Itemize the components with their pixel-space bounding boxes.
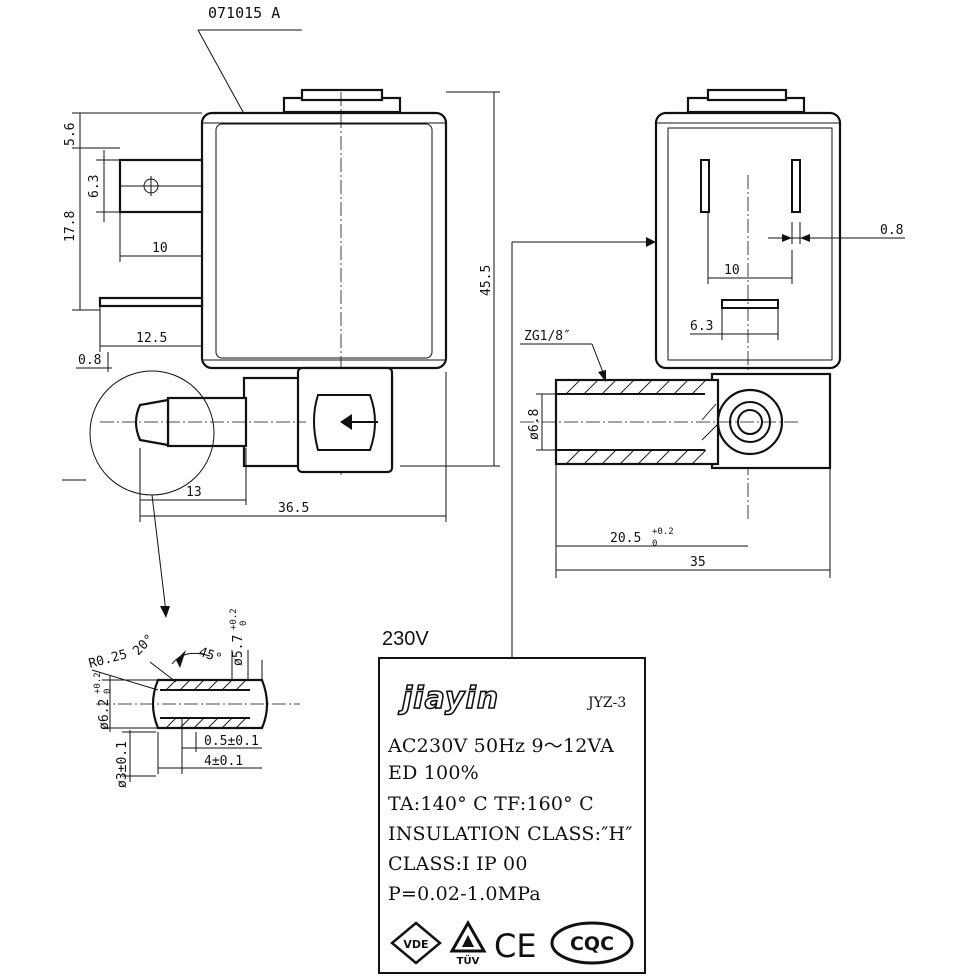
svg-text:0: 0: [239, 621, 249, 626]
svg-text:TÜV: TÜV: [457, 953, 480, 967]
nameplate-line-class: CLASS:I IP 00: [388, 853, 528, 875]
front-view-dimensions: 0.8 10 6.3 ZG1/8″ ø6.8 20.5 +0.2 0 35: [520, 212, 905, 578]
nameplate-line-temp: TA:140° C TF:160° C: [388, 793, 594, 815]
svg-text:VDE: VDE: [403, 938, 428, 951]
svg-text:0.5±0.1: 0.5±0.1: [204, 734, 259, 749]
svg-text:20°: 20°: [130, 632, 157, 659]
svg-text:ø5.7: ø5.7: [231, 635, 246, 666]
thread-hatch: [565, 379, 719, 465]
svg-text:17.8: 17.8: [63, 211, 78, 242]
nameplate-line-pressure: P=0.02-1.0MPa: [388, 883, 541, 905]
nameplate: jiayin JYZ-3 AC230V 50Hz 9～12VA ED 100% …: [378, 657, 646, 974]
svg-text:0.8: 0.8: [880, 223, 903, 238]
svg-text:CQC: CQC: [570, 933, 614, 955]
svg-text:+0.2: +0.2: [93, 672, 103, 694]
detail-hatch: [165, 679, 247, 729]
nameplate-line-insulation: INSULATION CLASS:″H″: [388, 823, 633, 845]
vde-mark-icon: VDE: [390, 921, 442, 965]
svg-text:4±0.1: 4±0.1: [204, 754, 243, 769]
certification-marks: VDE TÜV CE CQC: [390, 919, 634, 967]
svg-text:35: 35: [690, 555, 706, 570]
svg-text:R0.25: R0.25: [87, 647, 129, 672]
ce-mark-icon: CE: [494, 927, 537, 965]
svg-text:ø6.2: ø6.2: [97, 699, 112, 730]
svg-text:6.3: 6.3: [690, 319, 713, 334]
model-number: JYZ-3: [588, 695, 627, 711]
detail-dimensions: R0.25 20° 45° ø5.7 +0.2 0 ø6.2 +0.2 0 0.…: [87, 608, 262, 788]
brand-logo: jiayin: [401, 680, 500, 717]
part-number: 071015 A: [208, 4, 280, 22]
svg-text:ø6.8: ø6.8: [527, 409, 542, 440]
cqc-mark-icon: CQC: [550, 921, 634, 965]
svg-text:36.5: 36.5: [278, 501, 309, 516]
side-view: [62, 88, 448, 618]
svg-text:45.5: 45.5: [479, 265, 494, 296]
svg-text:5.6: 5.6: [63, 123, 78, 146]
svg-text:45°: 45°: [197, 645, 224, 667]
svg-text:0: 0: [652, 539, 657, 549]
svg-text:12.5: 12.5: [136, 331, 167, 346]
detail-view: [91, 650, 300, 730]
side-view-dimensions: 5.6 6.3 17.8 10 12.5 0.8 45.5 13: [63, 91, 500, 522]
nameplate-line-rating: AC230V 50Hz 9～12VA: [388, 735, 615, 757]
svg-text:ø3±0.1: ø3±0.1: [115, 741, 130, 788]
voltage-tag: 230V: [382, 628, 429, 650]
svg-text:0.8: 0.8: [78, 353, 101, 368]
svg-text:6.3: 6.3: [87, 175, 102, 198]
svg-text:0: 0: [103, 689, 113, 694]
nameplate-line-duty: ED 100%: [388, 762, 479, 784]
svg-text:+0.2: +0.2: [229, 608, 239, 630]
svg-text:20.5: 20.5: [610, 531, 641, 546]
svg-text:10: 10: [152, 241, 168, 256]
svg-text:10: 10: [724, 263, 740, 278]
svg-text:13: 13: [186, 485, 202, 500]
svg-text:+0.2: +0.2: [652, 527, 674, 537]
svg-text:ZG1/8″: ZG1/8″: [524, 329, 571, 344]
svg-text:CE: CE: [494, 927, 537, 965]
tuv-mark-icon: TÜV: [449, 919, 487, 967]
front-view: [511, 88, 842, 657]
